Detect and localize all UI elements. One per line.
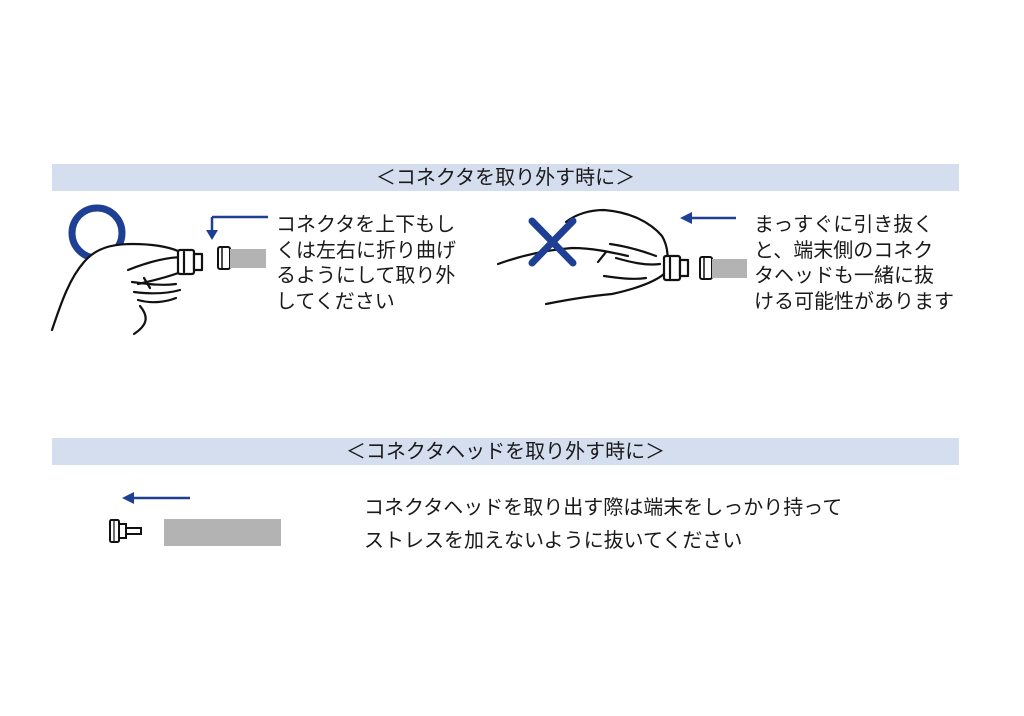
instruction-line: してください — [276, 288, 395, 313]
instruction-line: ストレスを加えないように抜いてください — [364, 528, 743, 552]
terminal-part — [164, 519, 281, 546]
hand-bending-connector-illustration — [50, 242, 204, 336]
section-banner-connector-head: ＜コネクタヘッドを取り外す時に＞ — [52, 438, 959, 465]
connector-head-instruction-text: コネクタヘッドを取り出す際は端末をしっかり持って ストレスを加えないように抜いて… — [364, 491, 842, 557]
connector-head-part — [217, 246, 266, 270]
instruction-line: るようにして取り外 — [276, 263, 456, 287]
instruction-line: コネクタヘッドを取り出す際は端末をしっかり持って — [364, 495, 843, 519]
instruction-line: くは左右に折り曲げ — [276, 237, 456, 262]
hand-pulling-straight-illustration — [496, 208, 690, 306]
pull-direction-arrow — [206, 215, 268, 240]
banner-label: ＜コネクタヘッドを取り外す時に＞ — [345, 439, 666, 463]
instruction-line: タヘッドも一緒に抜 — [754, 263, 934, 287]
banner-label: ＜コネクタを取り外す時に＞ — [375, 165, 636, 189]
correct-instruction-text: コネクタを上下もし くは左右に折り曲げ るようにして取り外 してください — [276, 212, 456, 314]
connector-head-part — [699, 256, 747, 280]
pull-direction-arrow — [680, 212, 736, 224]
instruction-line: コネクタを上下もし — [276, 212, 456, 236]
pull-direction-arrow — [122, 492, 190, 504]
instruction-line: ける可能性があります — [754, 288, 954, 313]
instruction-line: まっすぐに引き抜く — [754, 212, 934, 236]
instruction-line: と、端末側のコネク — [754, 237, 934, 262]
wrong-instruction-text: まっすぐに引き抜く と、端末側のコネク タヘッドも一緒に抜 ける可能性があります — [754, 212, 954, 314]
section-banner-connector: ＜コネクタを取り外す時に＞ — [52, 164, 959, 191]
ng-cross-icon — [528, 217, 577, 267]
connector-head-part — [109, 519, 142, 543]
